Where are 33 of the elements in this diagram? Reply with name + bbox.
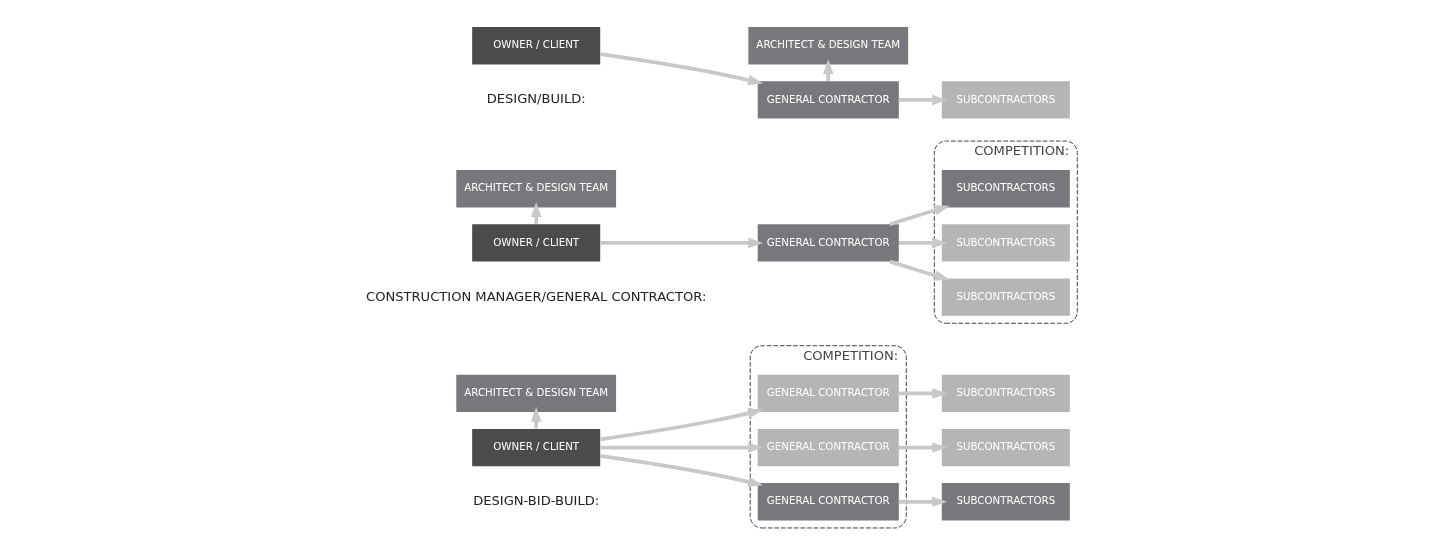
label: DESIGN/BUILD: — [486, 91, 586, 107]
arrow — [898, 496, 948, 508]
arrow — [898, 388, 948, 399]
arrow — [889, 205, 950, 226]
node-box: ARCHITECT & DESIGN TEAM — [456, 374, 617, 413]
node-box: SUBCONTRACTORS — [941, 224, 1070, 262]
node-box: SUBCONTRACTORS — [941, 374, 1070, 413]
node-box: GENERAL CONTRACTOR — [757, 428, 899, 467]
arrow — [600, 442, 764, 453]
arrow — [898, 94, 948, 106]
arrow — [599, 408, 764, 442]
arrow — [599, 52, 764, 86]
arrow — [599, 454, 764, 488]
label: CONSTRUCTION MANAGER/GENERAL CONTRACTOR: — [366, 288, 707, 304]
node-box: OWNER / CLIENT — [472, 224, 601, 262]
node-box: GENERAL CONTRACTOR — [757, 81, 899, 119]
node-box: ARCHITECT & DESIGN TEAM — [748, 27, 909, 65]
label: DESIGN-BID-BUILD: — [473, 493, 600, 509]
arrow — [600, 237, 764, 249]
node-box: GENERAL CONTRACTOR — [757, 374, 899, 413]
arrow — [898, 442, 948, 453]
node-box: OWNER / CLIENT — [472, 27, 601, 65]
arrow — [889, 259, 950, 281]
node-box: SUBCONTRACTORS — [941, 483, 1070, 521]
node-box: SUBCONTRACTORS — [941, 170, 1070, 208]
node-box: SUBCONTRACTORS — [941, 278, 1070, 316]
node-box: SUBCONTRACTORS — [941, 428, 1070, 467]
node-box: OWNER / CLIENT — [472, 428, 601, 467]
node-box: GENERAL CONTRACTOR — [757, 224, 899, 262]
node-box: GENERAL CONTRACTOR — [757, 483, 899, 521]
node-box: ARCHITECT & DESIGN TEAM — [456, 170, 617, 208]
arrow — [898, 237, 948, 249]
node-box: SUBCONTRACTORS — [941, 81, 1070, 119]
